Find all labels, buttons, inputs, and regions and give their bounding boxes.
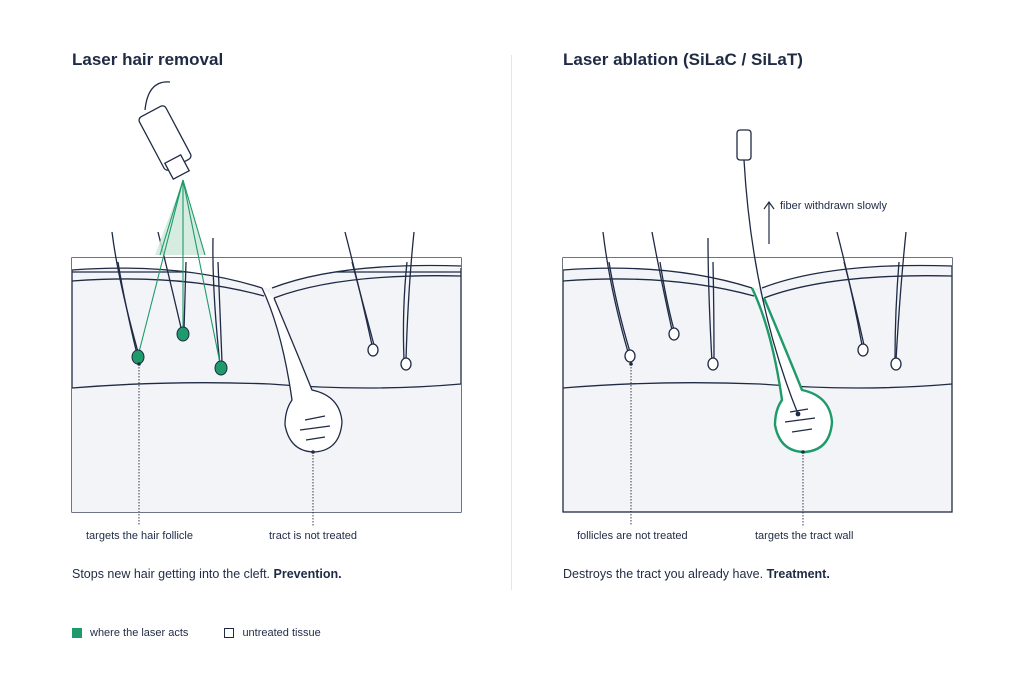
right-epidermis-right-inner bbox=[763, 275, 953, 299]
withdraw-arrow-icon bbox=[763, 200, 775, 244]
right-epidermis-left-inner bbox=[562, 278, 755, 297]
left-skin-diagram bbox=[71, 231, 462, 513]
left-dermis-boundary bbox=[71, 382, 462, 389]
right-caption-bold: Treatment. bbox=[766, 567, 830, 581]
left-caption-bold: Prevention. bbox=[273, 567, 342, 581]
left-caption-text: Stops new hair getting into the cleft. bbox=[72, 567, 274, 581]
right-sinus-tract-wall bbox=[750, 287, 834, 454]
left-sinus-tract bbox=[261, 287, 343, 453]
label-targets-follicle: targets the hair follicle bbox=[86, 530, 193, 542]
left-caption: Stops new hair getting into the cleft. P… bbox=[72, 567, 342, 581]
fiber-tip bbox=[795, 411, 801, 417]
right-caption-text: Destroys the tract you already have. bbox=[563, 567, 767, 581]
right-leader-lines bbox=[630, 364, 804, 526]
left-panel-title: Laser hair removal bbox=[72, 50, 224, 69]
label-follicles-not-treated: follicles are not treated bbox=[577, 530, 688, 542]
laser-handpiece bbox=[138, 81, 192, 181]
left-leader-lines bbox=[138, 364, 314, 526]
legend-item-untreated: untreated tissue bbox=[224, 627, 321, 639]
panel-divider bbox=[511, 55, 512, 590]
right-epidermis-left bbox=[562, 267, 753, 289]
left-epidermis-left-inner bbox=[71, 278, 265, 297]
laser-fiber bbox=[736, 129, 799, 415]
left-treated-follicle-3 bbox=[214, 360, 228, 376]
right-epidermis-right bbox=[761, 264, 953, 289]
legend-label-laser: where the laser acts bbox=[90, 627, 189, 639]
legend: where the laser acts untreated tissue bbox=[72, 627, 357, 639]
left-epidermis-right-inner bbox=[273, 275, 462, 299]
legend-swatch-laser bbox=[72, 628, 82, 638]
label-targets-wall: targets the tract wall bbox=[755, 530, 854, 542]
right-panel-title: Laser ablation (SiLaC / SiLaT) bbox=[563, 50, 803, 69]
fiber-note: fiber withdrawn slowly bbox=[780, 200, 887, 212]
legend-item-laser: where the laser acts bbox=[72, 627, 188, 639]
right-caption: Destroys the tract you already have. Tre… bbox=[563, 567, 830, 581]
left-treated-follicle-1 bbox=[131, 349, 145, 365]
left-treated-follicle-2 bbox=[176, 326, 190, 342]
left-epidermis-left bbox=[71, 267, 263, 289]
left-epidermis-right bbox=[271, 264, 462, 289]
legend-label-untreated: untreated tissue bbox=[242, 627, 321, 639]
legend-swatch-untreated bbox=[224, 628, 235, 638]
left-laser-beam bbox=[137, 179, 222, 369]
label-tract-not-treated: tract is not treated bbox=[269, 530, 358, 542]
right-dermis-boundary bbox=[562, 382, 953, 389]
